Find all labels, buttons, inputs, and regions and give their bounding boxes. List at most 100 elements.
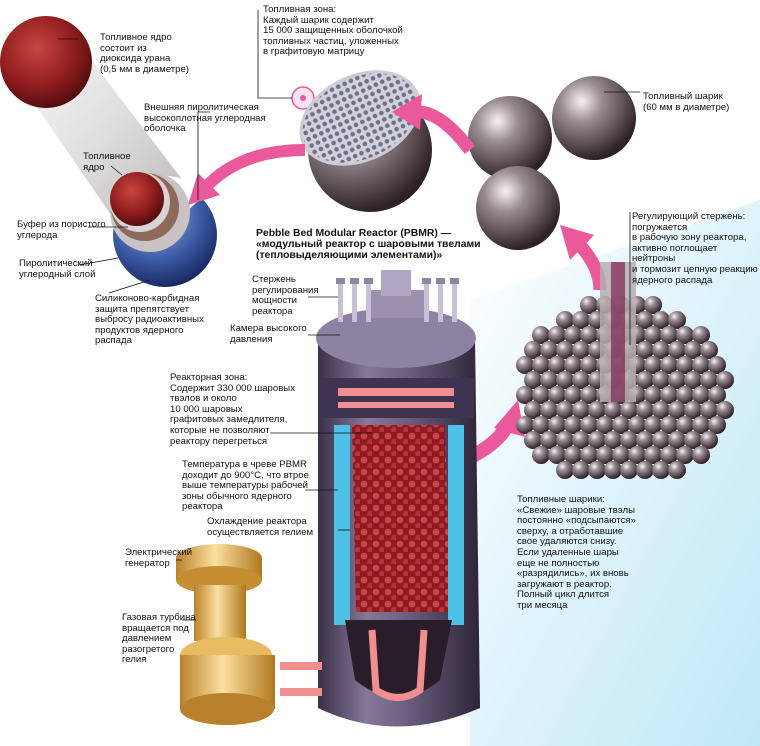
reactor-control-rods xyxy=(336,278,459,322)
label-cooling: Охлаждение реактора осуществляется гелие… xyxy=(207,516,314,538)
pebble xyxy=(532,446,550,464)
pebble xyxy=(532,326,550,344)
pebble xyxy=(564,446,582,464)
pebble xyxy=(700,401,718,419)
pebble xyxy=(652,401,670,419)
pebble xyxy=(668,341,686,359)
pebble xyxy=(660,446,678,464)
pebble xyxy=(604,431,622,449)
control-rod-cap xyxy=(350,278,359,284)
control-rod-top xyxy=(338,282,343,322)
arrow-bed-to-balls-head xyxy=(560,225,594,260)
pebble xyxy=(684,401,702,419)
pebble xyxy=(604,401,622,419)
label-fuel-zone: Топливная зона: Каждый шарик содержит 15… xyxy=(263,4,403,58)
pebble xyxy=(548,446,566,464)
pebble xyxy=(620,431,638,449)
pebble xyxy=(652,311,670,329)
pebble xyxy=(524,341,542,359)
pebble xyxy=(660,356,678,374)
pebble xyxy=(684,341,702,359)
label-pressure-chamber: Камера высокого давления xyxy=(230,323,307,345)
pebble xyxy=(572,341,590,359)
pebble xyxy=(564,326,582,344)
pebble xyxy=(668,311,686,329)
pebble xyxy=(636,311,654,329)
pebble xyxy=(700,431,718,449)
pebble xyxy=(644,386,662,404)
label-reactor-zone: Реакторная зона: Содержит 330 000 шаровы… xyxy=(170,372,295,447)
pebble xyxy=(516,356,534,374)
pebble xyxy=(684,371,702,389)
pebble xyxy=(548,416,566,434)
pebble xyxy=(540,371,558,389)
control-rod-core xyxy=(611,262,625,402)
control-rod-top xyxy=(438,282,443,322)
control-rod-top xyxy=(352,282,357,322)
label-fresh-balls: Топливные шарики: «Свежие» шаровые твэлы… xyxy=(517,494,636,611)
pebble xyxy=(596,416,614,434)
pebble xyxy=(676,386,694,404)
pebble xyxy=(572,371,590,389)
pebble xyxy=(540,431,558,449)
pebble xyxy=(540,341,558,359)
pebble xyxy=(580,296,598,314)
fuel-ball-3 xyxy=(476,166,560,250)
pebble xyxy=(524,401,542,419)
pebble xyxy=(652,461,670,479)
pebble xyxy=(652,431,670,449)
pebble xyxy=(540,401,558,419)
label-control-rod-power: Стержень регулирования мощности реактора xyxy=(252,274,319,317)
pebble xyxy=(716,401,734,419)
pebble xyxy=(692,386,710,404)
pebble xyxy=(692,356,710,374)
pebble xyxy=(532,356,550,374)
pebble xyxy=(660,326,678,344)
label-sic-shield: Силиконово-карбидная защита препятствует… xyxy=(95,293,204,347)
pebble xyxy=(660,416,678,434)
pebble xyxy=(644,416,662,434)
control-rod-cap xyxy=(450,278,459,284)
pebble xyxy=(596,446,614,464)
pebble xyxy=(628,446,646,464)
pebble xyxy=(676,356,694,374)
pebble xyxy=(580,326,598,344)
label-control-rod-right: Регулирующий стержень: погружается в раб… xyxy=(632,211,758,286)
pebble xyxy=(668,461,686,479)
pebble xyxy=(556,401,574,419)
pebble xyxy=(580,356,598,374)
pebble xyxy=(692,326,710,344)
pebble xyxy=(588,401,606,419)
fuel-ball-1 xyxy=(468,96,552,180)
pebble xyxy=(516,416,534,434)
pebble xyxy=(636,371,654,389)
pebble xyxy=(516,386,534,404)
pebble xyxy=(644,326,662,344)
pebble xyxy=(668,371,686,389)
arrow-zone-to-particle xyxy=(200,144,306,193)
pebble xyxy=(708,416,726,434)
arrow-balls-to-zone-head xyxy=(392,94,422,130)
pebble xyxy=(652,371,670,389)
pebble xyxy=(580,386,598,404)
control-rod-cap xyxy=(436,278,445,284)
pebble xyxy=(524,431,542,449)
pebble xyxy=(548,386,566,404)
pebble xyxy=(620,401,638,419)
pebble xyxy=(636,461,654,479)
pebble xyxy=(636,401,654,419)
pebble xyxy=(564,386,582,404)
control-rod-top xyxy=(452,282,457,322)
arrow-zone-to-particle-head xyxy=(188,173,220,205)
diagram-title: Pebble Bed Modular Reactor (PBMR) — «мод… xyxy=(256,228,481,262)
label-pyrolytic-layer: Пиролитический углеродный слой xyxy=(19,258,96,280)
control-rod-cap xyxy=(336,278,345,284)
control-rod-cap xyxy=(422,278,431,284)
pebble xyxy=(628,416,646,434)
uranium-core-large xyxy=(0,16,92,108)
particle-marker-core xyxy=(300,95,306,101)
pebble xyxy=(532,416,550,434)
pebble xyxy=(580,416,598,434)
pebble xyxy=(676,416,694,434)
